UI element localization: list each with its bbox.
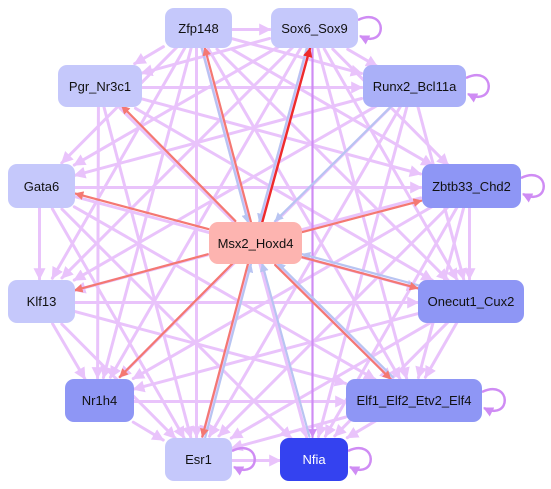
- edge-onecut1-to-msx2: [301, 251, 420, 287]
- edge-elf1-to-esr1: [230, 415, 348, 452]
- edge-runx2-to-gata6: [73, 96, 364, 179]
- edge-msx2-to-elf1: [274, 263, 392, 381]
- node-label: Runx2_Bcl11a: [372, 78, 457, 94]
- edge-msx2-to-zbtb33: [301, 198, 423, 234]
- edge-zfp148-to-elf1: [206, 47, 402, 381]
- edge-klf13-to-elf1: [73, 309, 348, 387]
- edge-zfp148-to-pgr: [133, 45, 165, 66]
- edge-zbtb33-to-nr1h4: [131, 205, 434, 381]
- edge-nr1h4-to-esr1: [131, 420, 165, 442]
- edge-runx2-to-esr1: [207, 104, 403, 438]
- node-label: Zfp148: [178, 20, 219, 36]
- node-label: Sox6_Sox9: [281, 20, 348, 36]
- edge-msx2-to-nr1h4: [118, 261, 235, 379]
- node-zbtb33-chd2[interactable]: Zbtb33_Chd2: [422, 164, 521, 208]
- node-klf13[interactable]: Klf13: [8, 280, 75, 323]
- node-esr1[interactable]: Esr1: [165, 438, 232, 481]
- edge-zfp148-to-msx2: [200, 47, 251, 224]
- node-label: Nr1h4: [81, 393, 118, 408]
- self-loop-elf1: [481, 388, 506, 417]
- node-elf1-elf2-etv2-elf4[interactable]: Elf1_Elf2_Etv2_Elf4: [346, 379, 482, 422]
- edge-msx2-to-sox6: [261, 47, 313, 224]
- edge-elf1-to-msx2: [276, 261, 394, 379]
- node-gata6[interactable]: Gata6: [8, 164, 75, 208]
- edge-msx2-to-onecut1: [300, 255, 419, 291]
- node-label: Elf1_Elf2_Etv2_Elf4: [356, 393, 472, 408]
- edge-gata6-to-elf1: [72, 205, 377, 381]
- edge-pgr-to-onecut1: [133, 106, 434, 282]
- node-label: Pgr_Nr3c1: [68, 78, 132, 94]
- edge-pgr-to-nr1h4: [91, 105, 104, 380]
- edge-sox6-to-msx2: [257, 46, 309, 223]
- node-onecut1-cux2[interactable]: Onecut1_Cux2: [418, 280, 524, 323]
- edge-pgr-to-zbtb33: [140, 97, 423, 177]
- self-loop-sox6: [357, 16, 382, 45]
- node-zfp148[interactable]: Zfp148: [165, 8, 232, 48]
- node-label: Nfia: [302, 452, 326, 467]
- edge-klf13-to-nr1h4: [51, 322, 87, 381]
- node-label: Zbtb33_Chd2: [432, 178, 511, 194]
- edge-onecut1-to-nr1h4: [132, 312, 420, 393]
- node-sox6-sox9[interactable]: Sox6_Sox9: [271, 8, 358, 48]
- self-loop-zbtb33: [520, 174, 545, 203]
- edge-onecut1-to-elf1: [423, 320, 459, 379]
- edge-elf1-to-nfia: [345, 419, 378, 440]
- self-loop-runx2: [465, 74, 490, 103]
- edge-gata6-to-nfia: [60, 207, 293, 440]
- edge-sox6-to-nr1h4: [108, 45, 303, 379]
- node-nfia[interactable]: Nfia: [280, 438, 348, 481]
- edge-nfia-to-msx2: [260, 262, 311, 438]
- edge-runx2-to-msx2: [274, 104, 393, 223]
- edge-sox6-to-gata6: [72, 45, 281, 167]
- node-label: Gata6: [23, 178, 60, 194]
- edge-msx2-to-pgr: [120, 104, 237, 223]
- node-msx2-hoxd4[interactable]: Msx2_Hoxd4: [209, 222, 302, 264]
- edge-msx2-to-klf13: [73, 253, 209, 293]
- self-loop-nfia: [347, 447, 372, 476]
- node-pgr-nr3c1[interactable]: Pgr_Nr3c1: [58, 65, 142, 107]
- edge-esr1-to-msx2: [204, 263, 254, 439]
- node-label: Esr1: [185, 452, 212, 467]
- edge-runx2-to-klf13: [72, 104, 379, 282]
- edge-msx2-to-zfp148: [202, 46, 252, 223]
- node-label: Onecut1_Cux2: [427, 294, 515, 309]
- edge-sox6-to-runx2: [346, 47, 379, 68]
- edge-onecut1-to-esr1: [229, 320, 434, 440]
- node-label: Msx2_Hoxd4: [217, 235, 294, 251]
- node-runx2-bcl11a[interactable]: Runx2_Bcl11a: [363, 65, 466, 107]
- self-loop-esr1: [231, 447, 256, 476]
- node-label: Klf13: [26, 294, 57, 309]
- edge-msx2-to-esr1: [200, 262, 250, 438]
- node-nr1h4[interactable]: Nr1h4: [65, 379, 134, 422]
- edge-msx2-to-gata6: [74, 191, 210, 231]
